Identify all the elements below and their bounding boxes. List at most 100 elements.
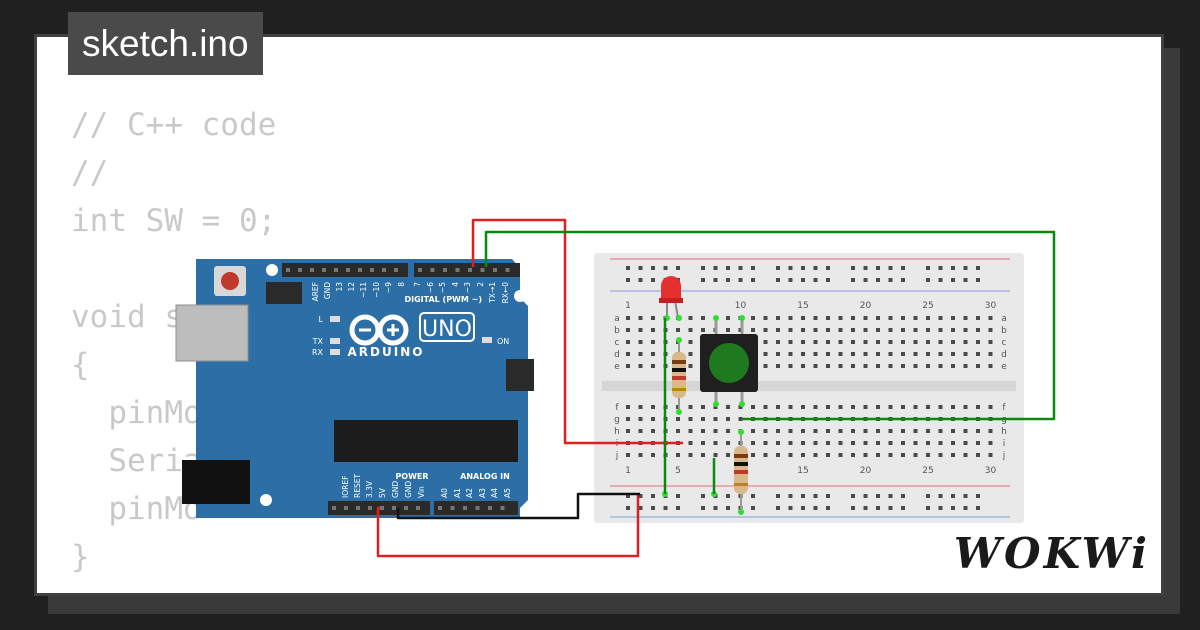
icsp-header bbox=[266, 282, 302, 304]
bb-row-label: d bbox=[614, 350, 620, 360]
pin-label: ~3 bbox=[463, 282, 472, 293]
pin-label: A3 bbox=[478, 488, 487, 498]
pin-label: RESET bbox=[353, 474, 362, 498]
bb-col-label: 1 bbox=[625, 301, 631, 311]
pin-label: ~5 bbox=[438, 282, 447, 293]
breadboard[interactable]: 11015202530151015202530aabbccddeeffgghhi… bbox=[594, 253, 1024, 523]
bb-row-label: d bbox=[1001, 350, 1007, 360]
bb-row-label: a bbox=[614, 314, 620, 324]
pin-label: IOREF bbox=[341, 476, 350, 498]
pin-label: 3.3V bbox=[365, 480, 374, 498]
led-rx bbox=[330, 349, 340, 355]
pin-label: ~10 bbox=[372, 282, 381, 298]
code-line: void s bbox=[71, 299, 183, 335]
pin-label: TX→1 bbox=[488, 282, 497, 304]
pin-label: A2 bbox=[465, 488, 474, 498]
pin-label: A1 bbox=[453, 488, 462, 498]
digital-header-1 bbox=[282, 263, 408, 277]
wires bbox=[376, 218, 1056, 558]
bb-col-label: 20 bbox=[860, 466, 872, 476]
bb-col-label: 20 bbox=[860, 301, 872, 311]
pin-label: 12 bbox=[347, 282, 356, 292]
wokwi-logo: WOKWi bbox=[953, 529, 1150, 578]
wire-red-5v bbox=[376, 494, 640, 558]
bb-col-label: 30 bbox=[985, 466, 997, 476]
pin-label: ~6 bbox=[426, 282, 435, 293]
pin-label: GND bbox=[323, 282, 332, 299]
code-line: int SW = 0; bbox=[71, 203, 277, 239]
pin-label: AREF bbox=[311, 282, 320, 301]
connection-markers bbox=[662, 315, 745, 515]
bb-col-label: 30 bbox=[985, 301, 997, 311]
pin-label: A4 bbox=[490, 488, 499, 498]
wire-black-gnd bbox=[396, 492, 640, 520]
pin-label: GND bbox=[391, 481, 400, 498]
bb-row-label: i bbox=[1003, 439, 1006, 449]
code-line: pinMo bbox=[71, 395, 202, 431]
pin-label: RX←0 bbox=[501, 282, 510, 304]
bb-row-label: c bbox=[1002, 338, 1007, 348]
bb-row-label: h bbox=[614, 427, 620, 437]
pin-label: ~9 bbox=[384, 282, 393, 293]
uno-badge bbox=[419, 312, 475, 342]
bb-col-label: 15 bbox=[797, 301, 808, 311]
bb-row-label: f bbox=[615, 403, 619, 413]
code-line: { bbox=[71, 347, 90, 383]
bb-col-label: 5 bbox=[675, 466, 681, 476]
led-tx bbox=[330, 338, 340, 344]
bb-row-label: c bbox=[615, 338, 620, 348]
push-button[interactable] bbox=[700, 318, 758, 404]
pin-label: A5 bbox=[503, 488, 512, 498]
bb-row-label: f bbox=[1002, 403, 1006, 413]
led-label-rx: RX bbox=[312, 348, 324, 357]
bb-col-label: 25 bbox=[922, 301, 933, 311]
bb-row-label: e bbox=[614, 362, 620, 372]
resistor-led[interactable] bbox=[672, 340, 686, 412]
analog-label: ANALOG IN bbox=[460, 472, 510, 481]
led-label-tx: TX bbox=[312, 337, 324, 346]
file-tab[interactable]: sketch.ino bbox=[68, 12, 263, 75]
arduino-logo bbox=[349, 314, 409, 346]
bb-col-label: 1 bbox=[625, 466, 631, 476]
on-label: ON bbox=[497, 337, 509, 346]
power-jack bbox=[182, 460, 250, 504]
bb-row-label: e bbox=[1001, 362, 1007, 372]
digital-label: DIGITAL (PWM ~) bbox=[404, 295, 482, 304]
mounting-hole bbox=[260, 494, 272, 506]
resistor-button[interactable] bbox=[734, 432, 748, 512]
mounting-hole bbox=[266, 264, 278, 276]
red-led[interactable] bbox=[659, 276, 683, 319]
pin-label: 5V bbox=[378, 487, 387, 498]
bb-col-label: 15 bbox=[797, 466, 808, 476]
code-line: // C++ code bbox=[71, 107, 277, 143]
pin-label: Vin bbox=[417, 486, 426, 498]
pin-label: 13 bbox=[335, 282, 344, 292]
bb-col-label: 25 bbox=[922, 466, 933, 476]
pin-label: A0 bbox=[440, 488, 449, 498]
bb-row-label: j bbox=[1002, 451, 1006, 461]
microcontroller-chip bbox=[334, 420, 518, 462]
usb-port bbox=[175, 304, 249, 362]
pin-label: 4 bbox=[451, 282, 460, 287]
digital-header-2 bbox=[414, 263, 520, 277]
wire-green-pin2 bbox=[484, 230, 1056, 421]
mounting-hole bbox=[514, 290, 526, 302]
bb-row-label: a bbox=[1001, 314, 1007, 324]
arduino-brand: ARDUINO bbox=[348, 345, 425, 359]
bb-row-label: b bbox=[1001, 326, 1007, 336]
pin-label: GND bbox=[404, 481, 413, 498]
bb-row-label: j bbox=[615, 451, 619, 461]
reset-button[interactable] bbox=[221, 272, 239, 290]
led-on bbox=[482, 337, 492, 343]
led-l bbox=[330, 316, 340, 322]
bb-row-label: h bbox=[1001, 427, 1007, 437]
pin-label: 2 bbox=[476, 282, 485, 287]
uno-label: UNO bbox=[422, 317, 472, 342]
pin-label: ~11 bbox=[359, 282, 368, 298]
pin-label: 8 bbox=[397, 282, 406, 287]
led-label-l: L bbox=[319, 315, 324, 324]
code-line: } bbox=[71, 539, 90, 575]
icsp-header-2 bbox=[506, 359, 534, 391]
